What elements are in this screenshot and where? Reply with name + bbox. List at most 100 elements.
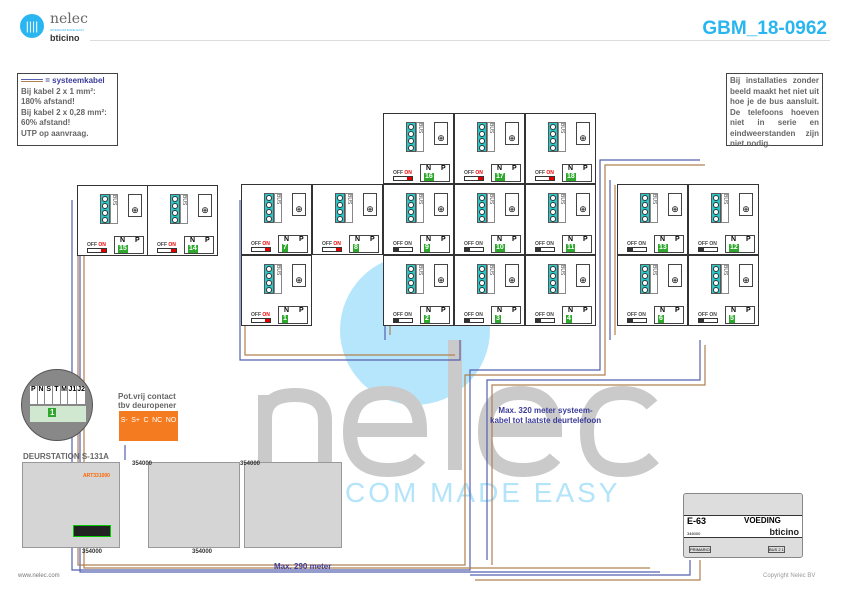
watermark-letter-e <box>477 385 563 478</box>
switch-off-label: OFF <box>157 242 167 248</box>
max-320-line: Max. 320 meter systeem- <box>498 406 593 415</box>
psu-brand: bticino <box>769 527 800 537</box>
module-art: ART331000 <box>83 473 110 479</box>
logo-tagline: INTERCOM MADE EASY <box>50 28 85 32</box>
p-label: P <box>135 237 140 244</box>
termination-switch[interactable]: OFF ON <box>535 241 555 252</box>
switch-off-label: OFF <box>627 241 637 247</box>
termination-switch[interactable]: OFF ON <box>464 170 484 181</box>
switch-off-label: OFF <box>464 170 474 176</box>
p-label: P <box>512 165 517 172</box>
max-320-line: kabel tot laatste deurtelefoon <box>490 416 602 425</box>
bus-label: BUS <box>487 264 495 294</box>
bus-terminal-block <box>264 193 274 223</box>
bus-terminal-block <box>548 193 558 223</box>
p-label: P <box>512 307 517 314</box>
p-label: P <box>583 165 588 172</box>
psu-label: VOEDING <box>744 516 781 525</box>
termination-switch[interactable]: OFF ON <box>464 312 484 323</box>
logo-partner: bticino <box>50 33 80 43</box>
n-label: N <box>497 307 503 314</box>
bus-label: BUS <box>274 193 282 223</box>
watermark-letter-n <box>258 387 332 470</box>
termination-switch[interactable]: OFF ON <box>698 241 718 252</box>
n-label: N <box>355 236 361 243</box>
cable-legend-label: = systeemkabel <box>45 76 105 85</box>
termination-switch[interactable]: OFF ON <box>157 242 177 253</box>
bus-terminal-block <box>548 264 558 294</box>
termination-switch[interactable]: OFF ON <box>535 170 555 181</box>
phone-number: 11 <box>566 244 576 252</box>
psu-front: E-63 VOEDING 346000 bticino <box>684 515 802 538</box>
termination-switch[interactable]: OFF ON <box>393 241 413 252</box>
switch-on-label: ON <box>98 242 106 248</box>
phone-number: 8 <box>353 244 359 252</box>
switch-off-label: OFF <box>464 241 474 247</box>
p-label: P <box>583 307 588 314</box>
termination-switch[interactable]: OFF ON <box>393 312 413 323</box>
switch-off-label: OFF <box>393 312 403 318</box>
contact-terminal: C <box>143 417 149 424</box>
switch-on-label: ON <box>168 242 176 248</box>
handset-icon: ⊕ <box>668 264 682 287</box>
termination-switch[interactable]: OFF ON <box>251 312 271 323</box>
handset-icon: ⊕ <box>198 194 212 217</box>
bus-label: BUS <box>416 264 424 294</box>
termination-switch[interactable]: OFF ON <box>87 242 107 253</box>
termination-switch[interactable]: OFF ON <box>464 241 484 252</box>
bus-label: BUS <box>721 264 729 294</box>
termination-switch[interactable]: OFF ON <box>698 312 718 323</box>
termination-switch[interactable]: OFF ON <box>251 241 271 252</box>
bus-label: BUS <box>650 193 658 223</box>
document-id: GBM_18-0962 <box>702 18 827 39</box>
termination-switch[interactable]: OFF ON <box>322 241 342 252</box>
switch-on-label: ON <box>709 312 717 318</box>
p-label: P <box>370 236 375 243</box>
bus-label: BUS <box>416 122 424 152</box>
bus-label: BUS <box>274 264 282 294</box>
bus-label: BUS <box>180 194 188 224</box>
bus-terminal-block <box>335 193 345 223</box>
termination-switch[interactable]: OFF ON <box>627 241 647 252</box>
bus-terminal-block <box>264 264 274 294</box>
bus-terminal-block <box>477 193 487 223</box>
switch-off-label: OFF <box>322 241 332 247</box>
footer-website[interactable]: www.nelec.com <box>18 573 60 579</box>
termination-switch[interactable]: OFF ON <box>393 170 413 181</box>
phone-number: 17 <box>495 173 505 181</box>
termination-switch[interactable]: OFF ON <box>535 312 555 323</box>
termination-switch[interactable]: OFF ON <box>627 312 647 323</box>
p-label: P <box>675 307 680 314</box>
phone-number: 10 <box>495 244 505 252</box>
doorstation-label: DEURSTATION S-131A <box>23 452 109 461</box>
handset-icon: ⊕ <box>576 193 590 216</box>
doorstation-module: ART331000 <box>22 462 120 548</box>
switch-off-label: OFF <box>393 170 403 176</box>
terminal-label: S <box>45 386 54 404</box>
handset-icon: ⊕ <box>505 264 519 287</box>
terminal-strip: 1 <box>30 406 86 422</box>
note-line: Bij kabel 2 x 1 mm²: <box>21 86 96 96</box>
logo-brand: nelec <box>50 11 88 27</box>
handset-icon: ⊕ <box>505 193 519 216</box>
bus-terminal-block <box>640 264 650 294</box>
bus-terminal-block <box>100 194 110 224</box>
max-320-label: Max. 320 meter systeem- kabel tot laatst… <box>490 406 601 426</box>
psu-bus-terminals: BUS 2 1 <box>768 546 785 553</box>
